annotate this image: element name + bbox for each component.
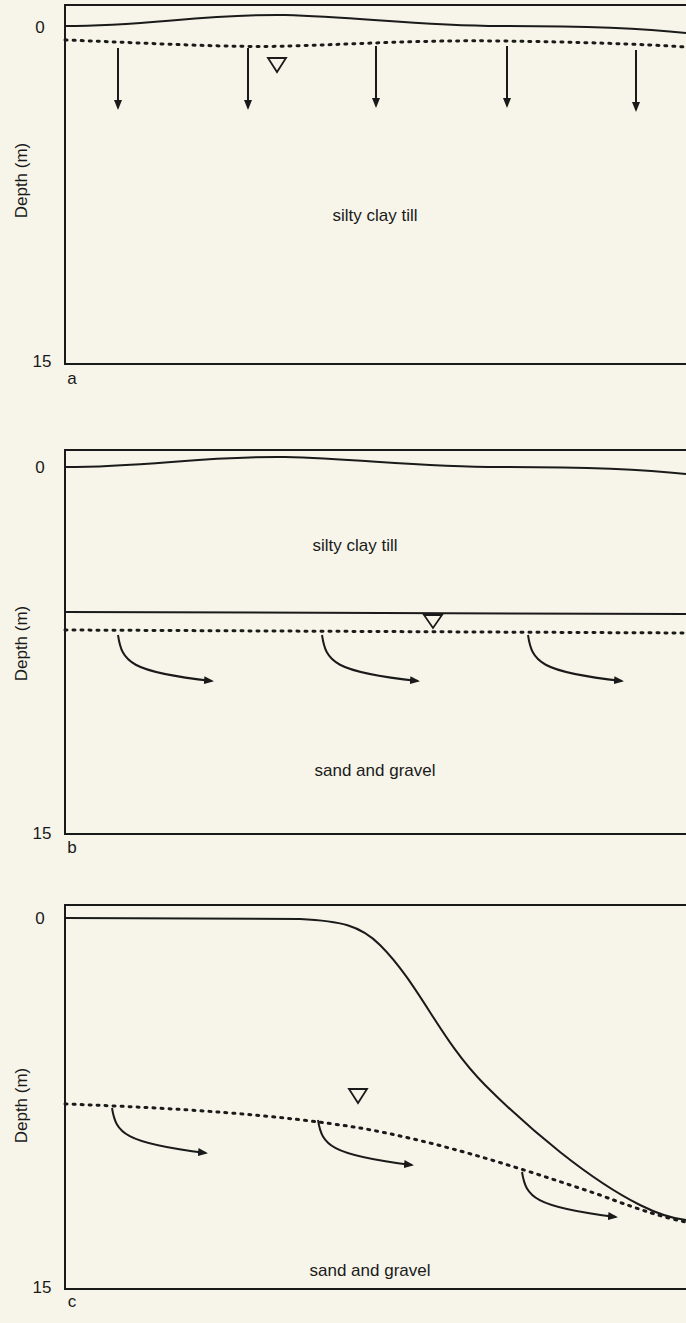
water-table-symbol [349, 1089, 367, 1103]
water-table-symbol [268, 58, 286, 72]
water-table-symbol [424, 615, 442, 628]
water-table [65, 40, 686, 47]
depth-tick: 15 [33, 1279, 52, 1296]
depth-tick: 15 [33, 353, 52, 370]
depth-tick: 15 [33, 825, 52, 842]
layer-boundary [65, 612, 686, 614]
layer-name: silty clay till [312, 537, 397, 554]
layer-name: sand and gravel [310, 1262, 431, 1279]
water-table [65, 1104, 686, 1222]
axis-title: Depth (m) [14, 1067, 31, 1143]
layer-name: silty clay till [332, 207, 417, 224]
depth-tick: 0 [35, 19, 44, 36]
axis-title: Depth (m) [14, 605, 31, 681]
panel-frame [65, 905, 686, 1289]
panel-frame [65, 5, 686, 364]
water-table [65, 630, 686, 633]
depth-tick: 0 [35, 459, 44, 476]
layer-name: sand and gravel [315, 762, 436, 779]
ground-surface [65, 918, 686, 1220]
ground-surface [65, 457, 686, 474]
ground-surface [65, 15, 686, 33]
panel-letter: c [68, 1293, 77, 1310]
panel-frame [65, 450, 686, 834]
flow-arrows [118, 635, 622, 681]
flow-arrows [118, 46, 636, 110]
axis-title: Depth (m) [14, 142, 31, 218]
flow-arrows [112, 1108, 616, 1217]
depth-tick: 0 [35, 910, 44, 927]
panel-letter: a [67, 370, 76, 387]
panel-letter: b [67, 839, 76, 856]
